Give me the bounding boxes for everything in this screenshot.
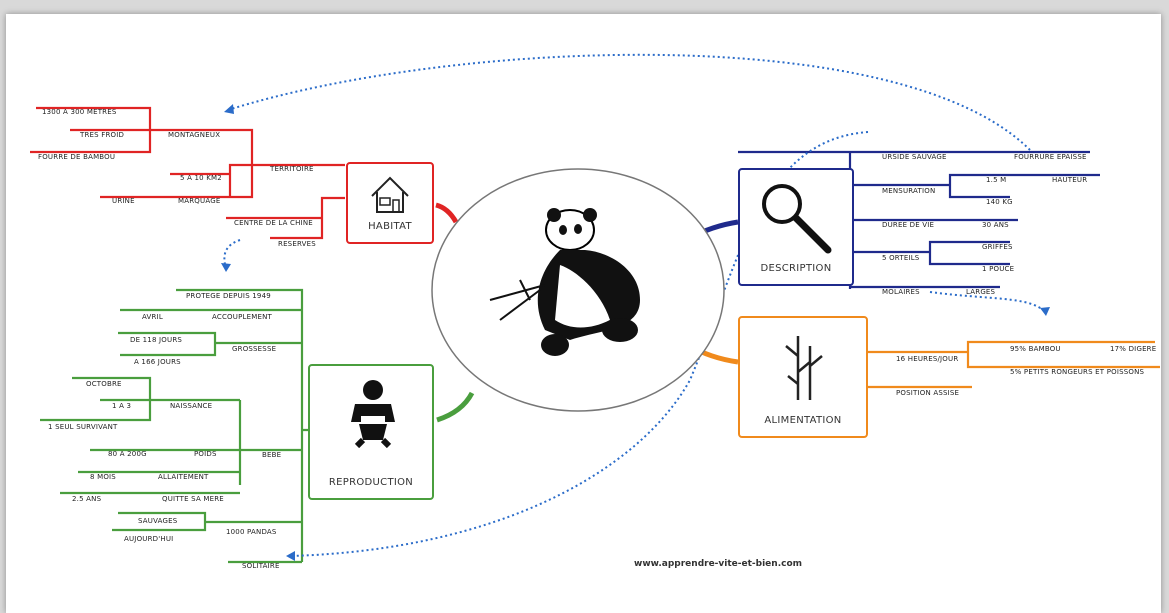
desc-ursid: URSIDE SAUVAGE <box>882 153 947 161</box>
repro-weight-range: 80 A 200G <box>108 450 147 458</box>
desc-molars: MOLAIRES <box>882 288 920 296</box>
repro-gestation: GROSSESSE <box>232 345 277 353</box>
habitat-title: HABITAT <box>368 221 412 232</box>
repro-1to3: 1 A 3 <box>112 402 132 410</box>
bamboo-icon <box>785 336 823 400</box>
reproduction-title: REPRODUCTION <box>328 477 414 488</box>
repro-protected: PROTEGE DEPUIS 1949 <box>186 292 271 300</box>
alim-digest: 17% DIGERE <box>1110 345 1157 353</box>
repro-days118: DE 118 JOURS <box>130 336 183 344</box>
desc-wide: LARGES <box>966 288 996 296</box>
desc-lifespan: DUREE DE VIE <box>882 221 935 229</box>
alim-seated: POSITION ASSISE <box>896 389 960 397</box>
repro-nursing: ALLAITEMENT <box>158 473 209 481</box>
repro-birth: NAISSANCE <box>170 402 213 410</box>
repro-months: 8 MOIS <box>90 473 116 481</box>
house-icon <box>371 176 409 213</box>
connector-layer <box>30 53 1160 564</box>
habitat-bamboo: FOURRE DE BAMBOU <box>38 153 116 161</box>
repro-years: 2.5 ANS <box>72 495 102 503</box>
repro-bebe: BEBE <box>262 451 282 459</box>
repro-pandas: 1000 PANDAS <box>226 528 277 536</box>
repro-today: AUJOURD'HUI <box>124 535 174 543</box>
desc-mensuration: MENSURATION <box>882 187 936 195</box>
description-node[interactable]: DESCRIPTION <box>738 168 854 286</box>
alimentation-node[interactable]: ALIMENTATION <box>738 316 868 438</box>
habitat-marquage: MARQUAGE <box>178 197 221 205</box>
repro-april: AVRIL <box>142 313 163 321</box>
alimentation-title: ALIMENTATION <box>764 415 842 426</box>
habitat-montagneux: MONTAGNEUX <box>168 131 221 139</box>
alim-hours: 16 HEURES/JOUR <box>896 355 959 363</box>
desc-claws: GRIFFES <box>982 243 1013 251</box>
baby-icon <box>351 380 395 448</box>
repro-mating: ACCOUPLEMENT <box>212 313 272 321</box>
panda-icon <box>489 208 640 356</box>
alim-rodents: 5% PETITS RONGEURS ET POISSONS <box>1010 368 1145 376</box>
habitat-chine: CENTRE DE LA CHINE <box>234 219 313 227</box>
repro-poids: POIDS <box>194 450 217 458</box>
habitat-node[interactable]: HABITAT <box>346 162 434 244</box>
description-title: DESCRIPTION <box>760 263 832 274</box>
repro-leaves: QUITTE SA MERE <box>162 495 224 503</box>
repro-survivor: 1 SEUL SURVIVANT <box>48 423 118 431</box>
repro-days166: A 166 JOURS <box>134 358 181 366</box>
habitat-area: 5 A 10 KM2 <box>180 174 222 182</box>
website-url[interactable]: www.apprendre-vite-et-bien.com <box>634 559 803 569</box>
habitat-altitude: 1300 A 300 METRES <box>42 108 117 116</box>
repro-wild: SAUVAGES <box>138 517 178 525</box>
desc-weight: 140 KG <box>986 198 1013 206</box>
repro-solitary: SOLITAIRE <box>242 562 280 570</box>
reproduction-node[interactable]: REPRODUCTION <box>308 364 434 500</box>
habitat-cold: TRES FROID <box>80 131 125 139</box>
magnifier-icon <box>762 184 832 254</box>
desc-thumb: 1 POUCE <box>982 265 1015 273</box>
mind-map-canvas: HABITAT DESCRIPTION ALIMENTATION REPRODU… <box>6 14 1161 613</box>
desc-toes: 5 ORTEILS <box>882 254 920 262</box>
habitat-reserves: RESERVES <box>278 240 316 248</box>
desc-height-val: 1.5 M <box>986 176 1007 184</box>
desc-years: 30 ANS <box>982 221 1009 229</box>
habitat-urine: URINE <box>112 197 135 205</box>
repro-october: OCTOBRE <box>86 380 122 388</box>
habitat-territoire: TERRITOIRE <box>270 165 314 173</box>
desc-height: HAUTEUR <box>1052 176 1088 184</box>
desc-fur: FOURRURE EPAISSE <box>1014 153 1087 161</box>
alim-bamboo: 95% BAMBOU <box>1010 345 1061 353</box>
